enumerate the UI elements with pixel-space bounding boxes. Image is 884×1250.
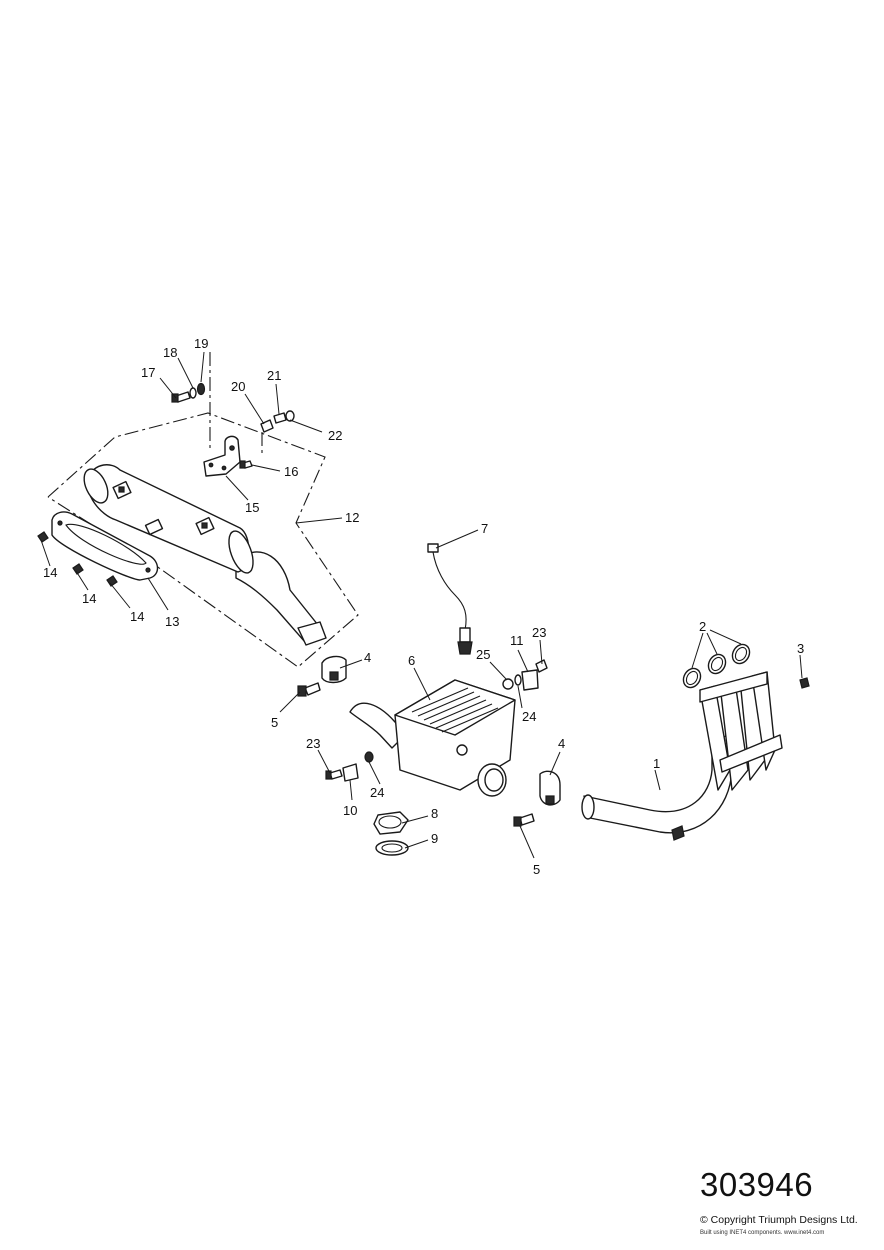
nut-24-lower xyxy=(364,751,374,763)
hanger-bracket xyxy=(203,435,241,477)
callout-11: 11 xyxy=(510,633,524,648)
callout-22: 22 xyxy=(328,428,342,443)
callout-5-lower: 5 xyxy=(533,862,540,877)
catalyst-box xyxy=(394,679,516,797)
callout-14-c: 14 xyxy=(130,609,144,624)
callout-20: 20 xyxy=(231,379,245,394)
screw-14-b xyxy=(72,563,84,575)
nut-24-upper xyxy=(514,674,522,686)
callout-7: 7 xyxy=(481,521,488,536)
bracket-10 xyxy=(342,763,359,782)
callout-25: 25 xyxy=(476,647,490,662)
copyright-notice: © Copyright Triumph Designs Ltd. xyxy=(700,1214,858,1226)
header-pipe-assembly xyxy=(581,671,783,841)
screw-14-a xyxy=(37,531,49,543)
callout-2: 2 xyxy=(699,619,706,634)
bracket-11 xyxy=(521,669,539,691)
callout-5-upper: 5 xyxy=(271,715,278,730)
callout-21: 21 xyxy=(267,368,281,383)
callout-10: 10 xyxy=(343,803,357,818)
callout-19: 19 xyxy=(194,336,208,351)
callout-8: 8 xyxy=(431,806,438,821)
stud-25 xyxy=(502,678,514,690)
leader-lines xyxy=(40,351,803,859)
callout-4-upper: 4 xyxy=(364,650,371,665)
nut-19 xyxy=(196,382,206,396)
screw-14-c xyxy=(106,575,118,587)
callout-1: 1 xyxy=(653,756,660,771)
washer-18 xyxy=(189,387,197,399)
callout-23-lower: 23 xyxy=(306,736,320,751)
oxygen-sensor xyxy=(427,543,473,655)
nut-22 xyxy=(285,410,295,422)
bolt-17 xyxy=(171,391,191,403)
bolt-16 xyxy=(239,460,253,469)
callout-12: 12 xyxy=(345,510,359,525)
callout-14-a: 14 xyxy=(43,565,57,580)
drawing-number: 303946 xyxy=(700,1166,814,1203)
callout-6: 6 xyxy=(408,653,415,668)
callout-labels: 1 2 3 4 4 5 5 6 7 8 9 10 11 12 13 14 14 … xyxy=(43,336,804,877)
callout-24-upper: 24 xyxy=(522,709,536,724)
bolt-5-lower xyxy=(513,813,535,827)
clamp-4-upper xyxy=(321,655,347,684)
clamp-4-lower xyxy=(539,770,561,806)
nut-3 xyxy=(799,677,810,689)
callout-23-upper: 23 xyxy=(532,625,546,640)
bolt-23-lower xyxy=(325,769,343,780)
built-using-notice: Built using INET4 components. www.inet4.… xyxy=(700,1230,825,1236)
callout-4-lower: 4 xyxy=(558,736,565,751)
callout-9: 9 xyxy=(431,831,438,846)
blanking-plug-8 xyxy=(373,811,409,835)
callout-13: 13 xyxy=(165,614,179,629)
callout-15: 15 xyxy=(245,500,259,515)
silencer xyxy=(83,464,327,646)
callout-3: 3 xyxy=(797,641,804,656)
bolt-5-upper xyxy=(297,682,321,697)
exhaust-gaskets-2 xyxy=(682,643,751,689)
callout-17: 17 xyxy=(141,365,155,380)
callout-14-b: 14 xyxy=(82,591,96,606)
bolt-21 xyxy=(273,412,287,424)
callout-16: 16 xyxy=(284,464,298,479)
heat-shield xyxy=(51,511,159,581)
spacer-20 xyxy=(260,419,274,433)
callout-18: 18 xyxy=(163,345,177,360)
gasket-9 xyxy=(375,840,409,856)
callout-24-lower: 24 xyxy=(370,785,384,800)
